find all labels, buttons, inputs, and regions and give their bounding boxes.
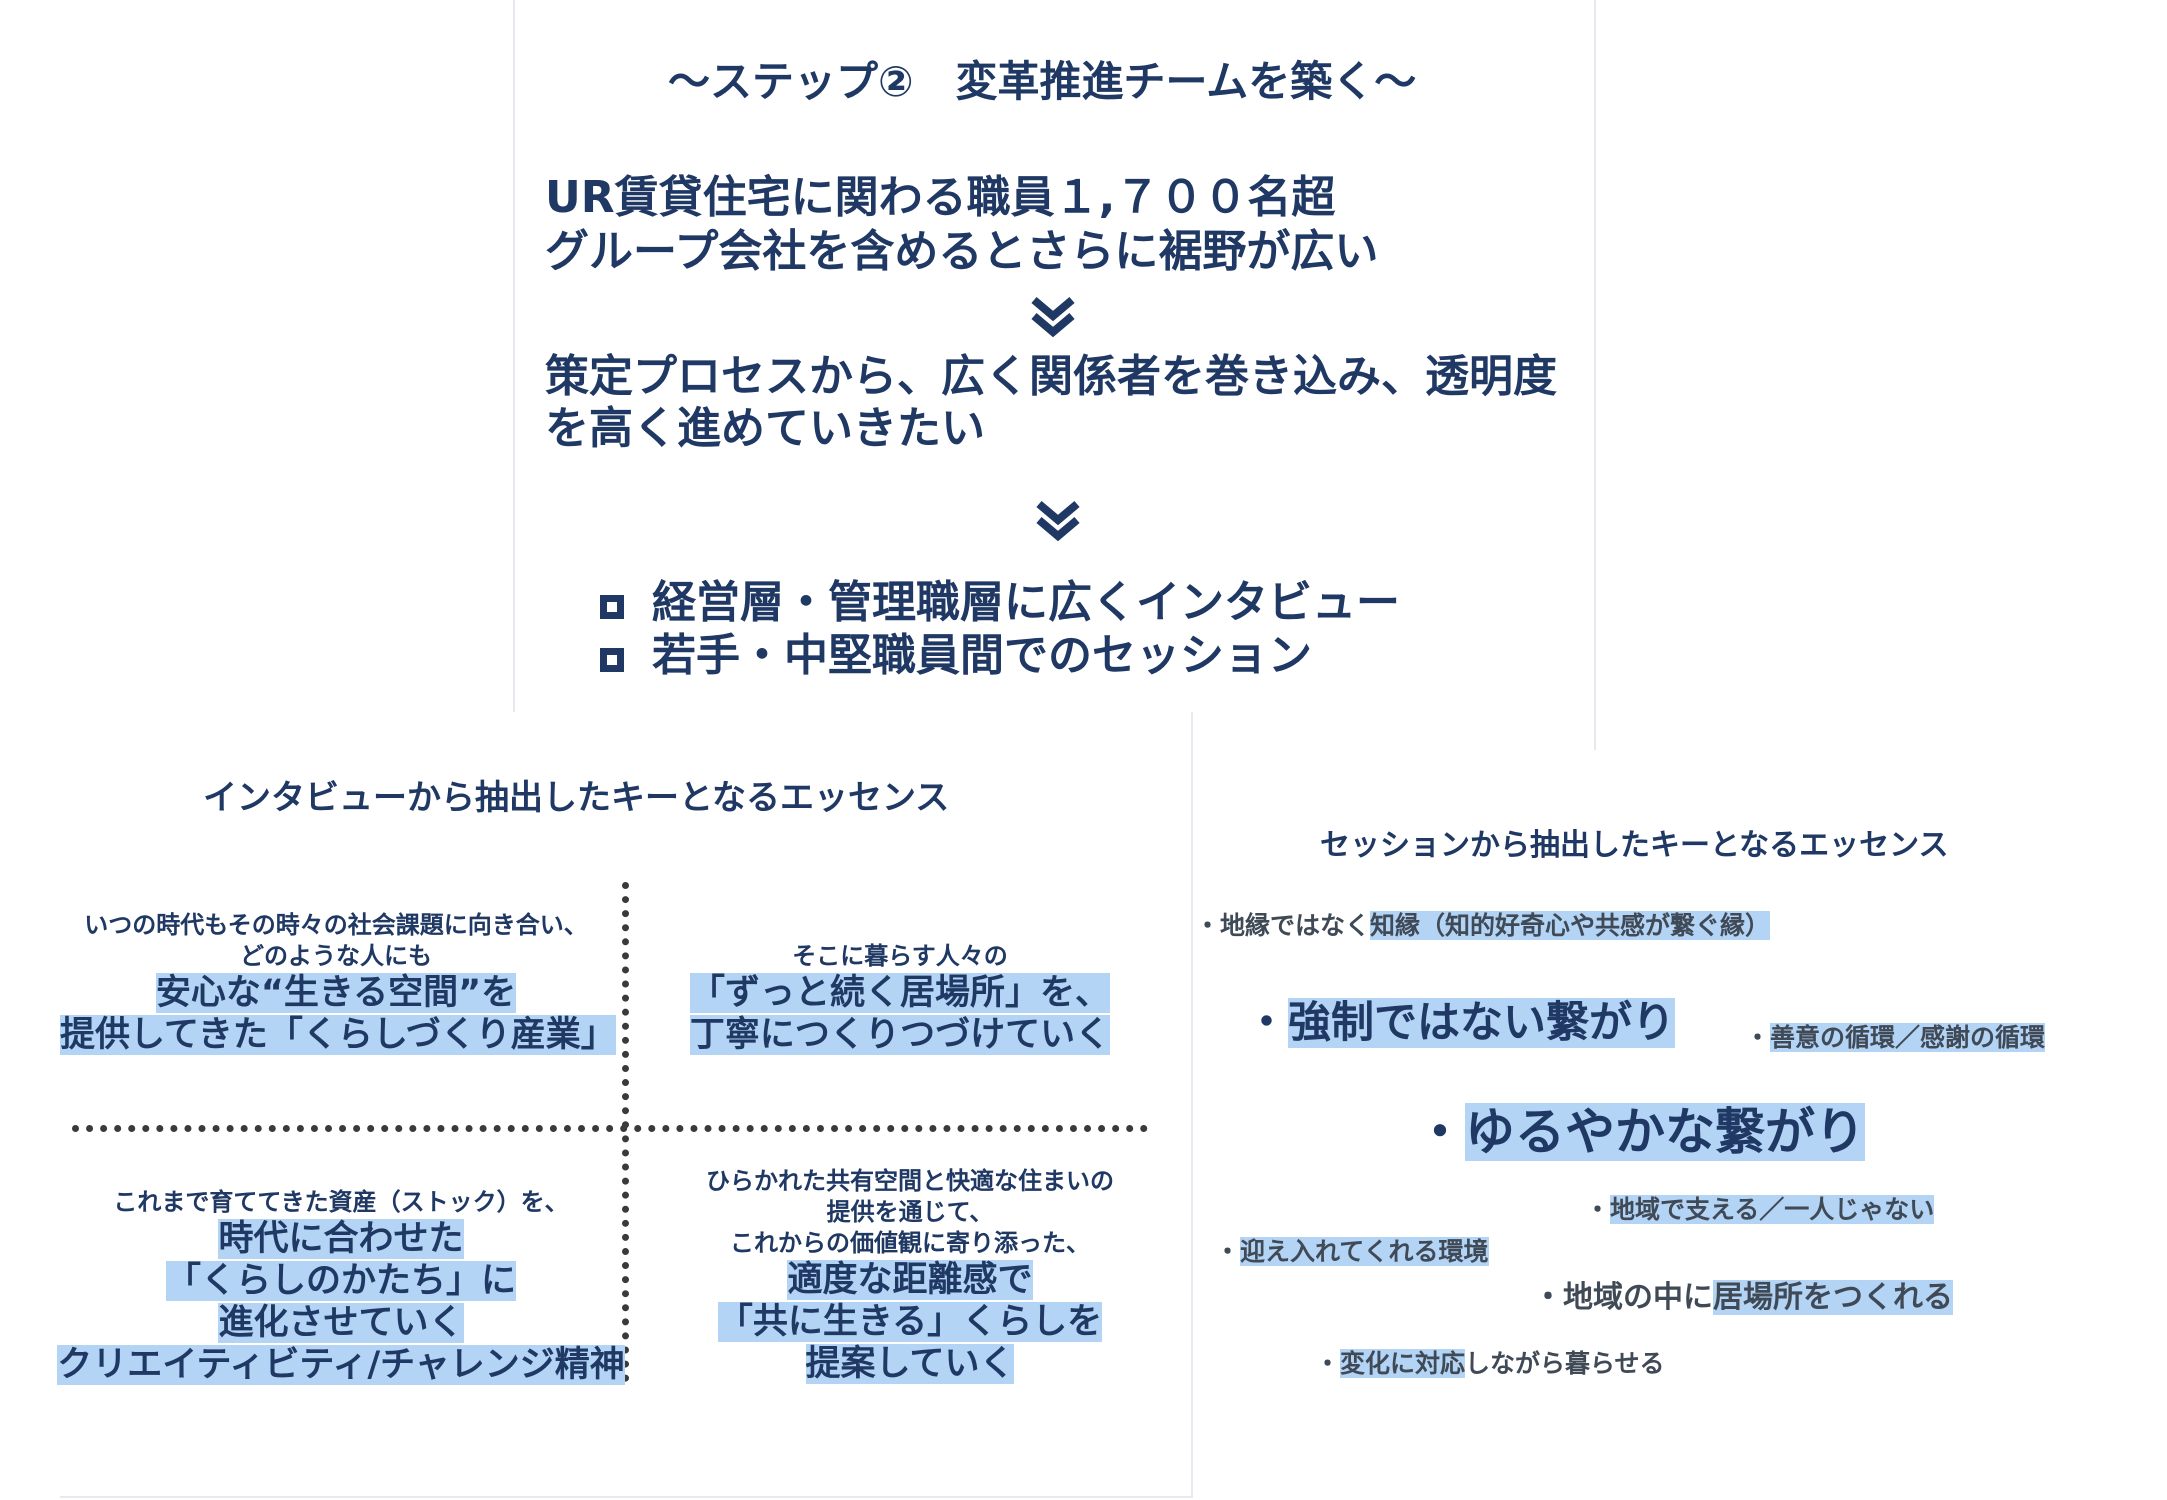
session-item-welcoming-environment: ・迎え入れてくれる環境 — [1215, 1237, 1489, 1266]
bullet-sessions: 若手・中堅職員間でのセッション — [600, 634, 1312, 678]
essence-quadrant-1: いつの時代もその時々の社会課題に向き合い、 どのような人にも 安心な“生きる空間… — [60, 911, 616, 1055]
essence-quadrant-3: これまで育ててきた資産（ストック）を、 時代に合わせた 「くらしのかたち」に 進… — [57, 1188, 625, 1385]
transparency-line-1: 策定プロセスから、広く関係者を巻き込み、透明度 — [545, 351, 1557, 402]
transparency-line-2: を高く進めていきたい — [545, 403, 985, 454]
bullet-interviews: 経営層・管理職層に広くインタビュー — [600, 581, 1400, 625]
essence-quadrant-2: そこに暮らす人々の 「ずっと続く居場所」を、 丁寧につくりつづけていく — [689, 942, 1111, 1055]
square-bullet-icon — [600, 595, 624, 619]
group-companies-line: グループ会社を含めるとさらに裾野が広い — [545, 226, 1379, 277]
square-bullet-icon — [600, 648, 624, 672]
session-item-adapt-to-change: ・変化に対応しながら暮らせる — [1315, 1349, 1665, 1378]
quadrant-divider-vertical — [622, 882, 629, 1382]
essence-quadrant-4: ひらかれた共有空間と快適な住まいの 提供を通じて、 これからの価値観に寄り添った… — [706, 1167, 1114, 1384]
session-essence-title: セッションから抽出したキーとなるエッセンス — [1320, 828, 1949, 863]
session-item-voluntary-ties: ・強制ではない繋がり — [1245, 998, 1675, 1048]
session-item-community-support: ・地域で支える／一人じゃない — [1585, 1195, 1935, 1224]
double-chevron-down-icon — [1031, 296, 1075, 338]
step2-slide — [513, 0, 1596, 752]
session-item-loose-ties: ・ゆるやかな繋がり — [1415, 1103, 1865, 1161]
staff-count-line: UR賃貸住宅に関わる職員１,７００名超 — [545, 172, 1336, 223]
session-item-place-in-community: ・地域の中に居場所をつくれる — [1533, 1280, 1953, 1315]
session-item-goodwill-cycle: ・善意の循環／感謝の循環 — [1745, 1023, 2046, 1052]
interview-essence-title: インタビューから抽出したキーとなるエッセンス — [203, 778, 950, 818]
double-chevron-down-icon — [1036, 500, 1080, 542]
step-title: ～ステップ② 変革推進チームを築く～ — [668, 57, 1417, 106]
session-item-chien: ・地縁ではなく知縁（知的好奇心や共感が繋ぐ縁） — [1195, 911, 1771, 940]
quadrant-divider-horizontal — [72, 1125, 1148, 1132]
